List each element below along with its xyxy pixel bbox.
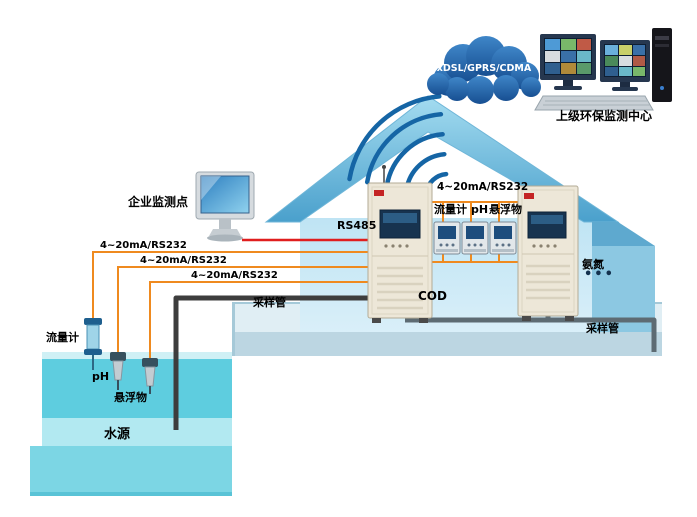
sampling-pipe-right-label: 采样管 [586,322,619,335]
enterprise-station-label: 企业监测点 [128,195,189,209]
enterprise-monitor-icon [195,171,255,242]
controller-boxes [433,221,517,255]
rs485-label: RS485 [337,219,377,232]
controller-icon [461,221,489,255]
sensor-suspended-label: 悬浮物 [114,391,147,404]
ph-sensor-icon [110,352,126,390]
wire-signal-label-2: 4~20mA/RS232 [140,255,227,266]
instrument-suspended-label: 悬浮物 [489,203,522,216]
monitoring-center-computers [534,28,672,111]
ammonia-analyzer-cabinet [517,185,579,321]
instrument-flow-label: 流量计 [434,203,467,216]
keyboard-icon [534,95,654,111]
monitor-icon [540,34,596,90]
cloud-icon [427,36,541,104]
controller-icon [433,221,461,255]
water-source-label: 水源 [104,427,131,442]
cabinet-signal-label: 4~20mA/RS232 [437,181,529,193]
suspended-solids-sensor-icon [142,358,158,394]
controller-icon [489,221,517,255]
flow-meter-icon [84,318,102,370]
sensor-flow-label: 流量计 [46,331,79,344]
more-analyzers-ellipsis: ••• [584,267,615,282]
monitor-icon [600,40,650,91]
sampling-pipe-left-label: 采样管 [253,296,286,309]
wire-signal-label-1: 4~20mA/RS232 [100,240,187,251]
wire-signal-label-3: 4~20mA/RS232 [191,270,278,281]
water-body [30,352,232,496]
computer-tower-icon [652,28,672,102]
monitoring-center-label: 上级环保监测中心 [556,109,653,123]
sensor-ph-label: pH [92,370,110,383]
instrument-ph-label: pH [471,203,489,216]
cod-analyzer-cabinet [367,165,433,323]
ammonia-analyzer-label: 氨氮 [582,258,604,271]
cod-analyzer-label: COD [418,289,447,303]
cloud-label: xDSL/GPRS/CDMA [436,63,532,74]
